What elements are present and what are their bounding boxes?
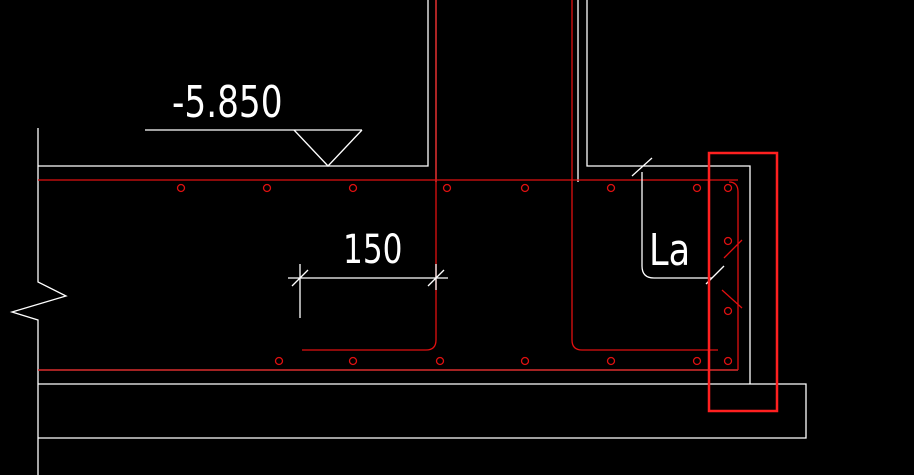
column-left-rebar: [302, 0, 437, 351]
elevation-marker: [145, 129, 363, 167]
highlight-box: [707, 151, 779, 413]
rebar-dot: [520, 183, 530, 193]
hook-mark: [723, 239, 743, 259]
rebar-dot: [274, 356, 284, 366]
tick-right: [427, 269, 445, 287]
rebar-dot: [176, 183, 186, 193]
anchorage-leader: [641, 172, 712, 279]
rebar-dot: [606, 183, 616, 193]
anchorage-tick-top: [631, 157, 653, 177]
spacing-dimension: [288, 264, 448, 318]
rebar-dot: [723, 183, 733, 193]
rebar-dot: [520, 356, 530, 366]
stirrup-hooks: [721, 239, 743, 309]
rebar-lines: [38, 0, 739, 371]
elevation-triangle: [293, 129, 363, 167]
rebar-dot: [723, 236, 733, 246]
anchorage-label: La: [649, 225, 690, 276]
hook-mark: [721, 289, 743, 309]
column-right-rebar: [571, 0, 718, 351]
rebar-dot: [723, 306, 733, 316]
rebar-dot: [723, 356, 733, 366]
tick-left: [291, 269, 309, 287]
spacing-label: 150: [343, 227, 403, 273]
rebar-dot: [606, 356, 616, 366]
rebar-dot: [348, 356, 358, 366]
upper-left-slab-outline: [38, 0, 429, 167]
rebar-dot: [692, 183, 702, 193]
rebar-dot: [262, 183, 272, 193]
rebar-dot: [348, 183, 358, 193]
bottom-pad-outline: [38, 383, 807, 439]
rebar-dot: [692, 356, 702, 366]
elevation-label: -5.850: [172, 77, 283, 128]
rebar-dots: [176, 183, 733, 366]
left-wall-outline: [9, 128, 68, 475]
right-column-outline: [586, 0, 751, 384]
rebar-dot: [435, 356, 445, 366]
right-vertical-rebar: [728, 181, 739, 370]
rebar-dot: [442, 183, 452, 193]
